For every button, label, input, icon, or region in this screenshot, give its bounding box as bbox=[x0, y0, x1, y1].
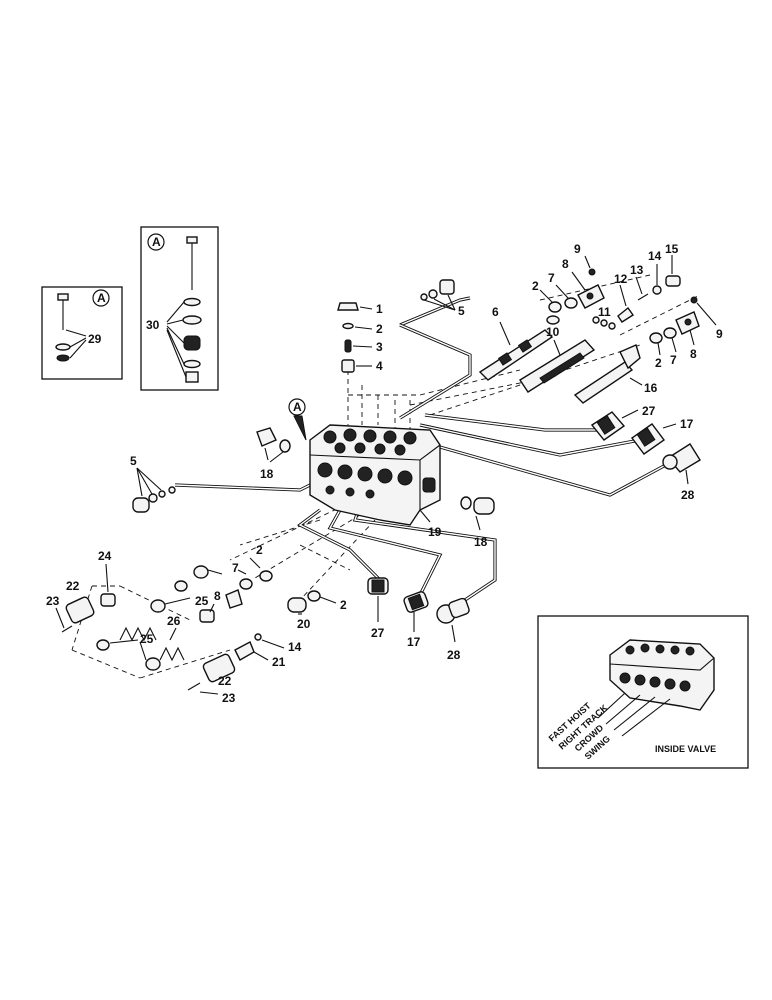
fittings-lower: 27 17 28 bbox=[367, 577, 470, 662]
detail-marker-a-body: A bbox=[288, 398, 307, 441]
inset-caption: INSIDE VALVE bbox=[655, 744, 716, 754]
callout-14-lower: 14 bbox=[288, 640, 302, 654]
callout-26: 26 bbox=[167, 614, 181, 628]
detail-marker-a-small: A bbox=[97, 291, 106, 305]
valve-ports-front bbox=[317, 462, 413, 499]
callout-7-right: 7 bbox=[670, 353, 677, 367]
part-5-left: 5 bbox=[130, 454, 176, 513]
callout-18-right: 18 bbox=[474, 535, 488, 549]
callout-18-left: 18 bbox=[260, 467, 274, 481]
callout-13: 13 bbox=[630, 263, 644, 277]
callout-23-upper: 23 bbox=[46, 594, 60, 608]
callout-2-upper: 2 bbox=[532, 279, 539, 293]
callout-25-upper: 25 bbox=[195, 594, 209, 608]
callout-17-upper: 17 bbox=[680, 417, 694, 431]
callout-3: 3 bbox=[376, 340, 383, 354]
callout-10: 10 bbox=[546, 325, 560, 339]
callout-8-lower: 8 bbox=[214, 589, 221, 603]
callout-17-lower: 17 bbox=[407, 635, 421, 649]
detail-box-30: A 30 bbox=[140, 226, 219, 391]
callout-7-lower: 7 bbox=[232, 561, 239, 575]
part-5-top: 5 bbox=[420, 279, 465, 318]
callout-20: 20 bbox=[297, 617, 311, 631]
part-18-left: 18 bbox=[256, 427, 291, 481]
callout-9-right: 9 bbox=[716, 327, 723, 341]
callout-29: 29 bbox=[88, 332, 102, 346]
callout-21: 21 bbox=[272, 655, 286, 669]
inset-inside-valve: FAST HOIST RIGHT TRACK CROWD SWING INSID… bbox=[537, 615, 749, 769]
callout-5-top: 5 bbox=[458, 304, 465, 318]
callout-16: 16 bbox=[644, 381, 658, 395]
lower-left-assembly: 22 23 24 25 26 25 22 23 7 2 8 bbox=[46, 543, 302, 705]
callout-28-upper: 28 bbox=[681, 488, 695, 502]
callout-30: 30 bbox=[146, 318, 160, 332]
svg-text:A: A bbox=[293, 400, 302, 414]
callout-4: 4 bbox=[376, 359, 383, 373]
spool-6: 6 bbox=[478, 305, 560, 381]
callout-22-upper: 22 bbox=[66, 579, 80, 593]
callout-2-top: 2 bbox=[376, 322, 383, 336]
callout-1: 1 bbox=[376, 302, 383, 316]
callout-23-lower: 23 bbox=[222, 691, 236, 705]
callout-8-right: 8 bbox=[690, 347, 697, 361]
callout-12: 12 bbox=[614, 272, 628, 286]
valve-ports-top bbox=[323, 428, 417, 456]
callout-6: 6 bbox=[492, 305, 499, 319]
callout-7-upper: 7 bbox=[548, 271, 555, 285]
callout-11: 11 bbox=[598, 305, 611, 319]
callout-24: 24 bbox=[98, 549, 112, 563]
callout-2-right: 2 bbox=[655, 356, 662, 370]
callout-14-upper: 14 bbox=[648, 249, 662, 263]
part-20: 2 20 bbox=[287, 590, 347, 631]
main-valve-body bbox=[309, 424, 441, 526]
part-18-right: 18 19 bbox=[419, 496, 495, 549]
detail-marker-a-tall: A bbox=[152, 235, 161, 249]
fittings-upper-right: 27 17 28 bbox=[590, 404, 701, 502]
top-right-small-parts: 2 7 8 9 11 12 13 14 15 2 7 8 bbox=[532, 242, 723, 370]
callout-22-lower: 22 bbox=[218, 674, 232, 688]
callout-2-lower-mid: 2 bbox=[340, 598, 347, 612]
callout-27-lower: 27 bbox=[371, 626, 385, 640]
hydraulic-tubes bbox=[174, 296, 676, 602]
callout-15: 15 bbox=[665, 242, 679, 256]
callout-19: 19 bbox=[428, 525, 442, 539]
spool-10: 10 bbox=[519, 325, 596, 393]
spool-16: 16 bbox=[573, 344, 658, 404]
callout-9-upper: 9 bbox=[574, 242, 581, 256]
callout-5-left: 5 bbox=[130, 454, 137, 468]
callout-27-upper: 27 bbox=[642, 404, 656, 418]
parts-1-4: 1 2 3 4 bbox=[337, 302, 383, 373]
callout-8-upper: 8 bbox=[562, 257, 569, 271]
callout-25-lower: 25 bbox=[140, 632, 154, 646]
detail-box-29: A 29 bbox=[41, 286, 123, 380]
callout-2-lower-left: 2 bbox=[256, 543, 263, 557]
callout-28-lower: 28 bbox=[447, 648, 461, 662]
